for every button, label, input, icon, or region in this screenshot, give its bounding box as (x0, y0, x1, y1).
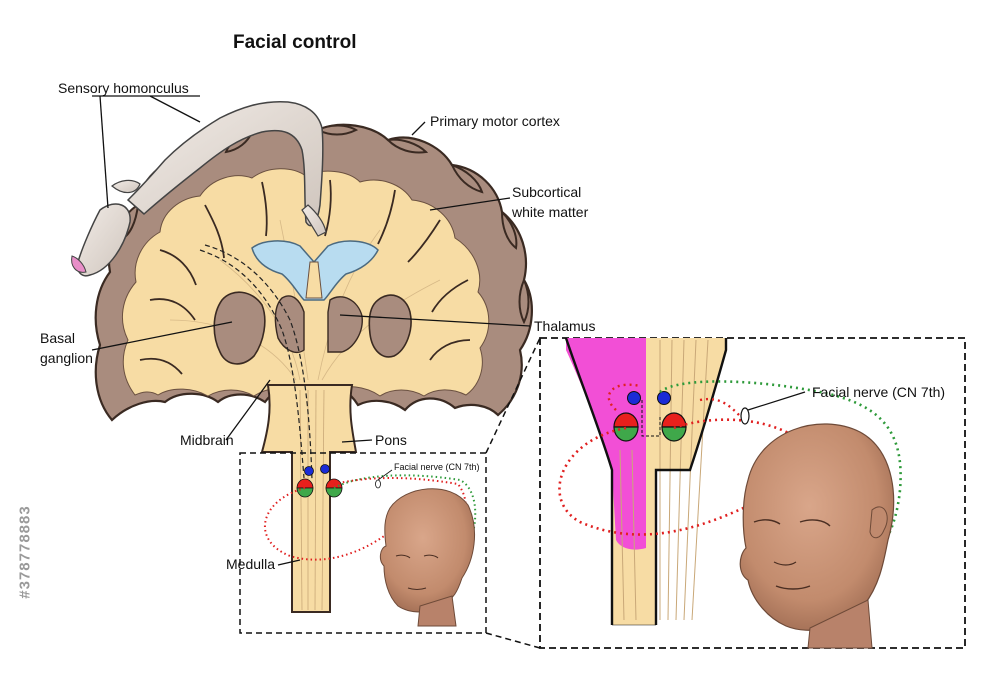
label-thalamus: Thalamus (534, 318, 596, 334)
sulci (139, 179, 471, 375)
brainstem-enlarged (564, 337, 728, 626)
stock-id-watermark: #378778883 (14, 452, 36, 652)
sensory-homonculus-figure (71, 100, 327, 277)
head-small (379, 488, 475, 627)
label-subcortical-line1: Subcortical (512, 184, 582, 200)
head-large (739, 423, 895, 649)
label-basal-line1: Basal (40, 330, 76, 346)
red-tract-large (558, 426, 861, 536)
connector-top (485, 337, 541, 454)
brainstem (260, 384, 358, 613)
homonculus-tongue (71, 255, 87, 273)
homonculus-head (76, 203, 131, 277)
inset-box-small (239, 452, 487, 634)
label-facial-nerve-large: Facial nerve (CN 7th) (812, 384, 946, 400)
basal-ganglion-right (368, 294, 412, 358)
connector-bottom (485, 632, 541, 649)
label-primary-motor-cortex: Primary motor cortex (430, 113, 560, 129)
diagram-title: Facial control (233, 32, 357, 53)
homonculus-body (126, 100, 324, 227)
septum-pellucidum (305, 261, 323, 299)
label-subcortical-line2: white matter (512, 204, 589, 220)
label-facial-nerve-small: Facial nerve (CN 7th) (394, 462, 480, 472)
label-sensory-homonculus: Sensory homonculus (58, 80, 189, 96)
green-tract-small (333, 474, 477, 579)
enlarged-fibers (619, 339, 709, 621)
nerve-marker-small (375, 479, 381, 489)
label-pons: Pons (375, 432, 407, 448)
corticobulbar-tract (204, 244, 313, 481)
brain-section (94, 120, 533, 613)
brainstem-fibers (299, 389, 325, 611)
corticobulbar-tract-2 (199, 249, 305, 479)
leader-lines (91, 95, 531, 566)
label-basal-line2: ganglion (40, 350, 93, 366)
stock-id-text: #378778883 (16, 505, 34, 599)
thalamus (274, 295, 305, 354)
basal-ganglion (213, 291, 266, 365)
homonculus-hand (111, 179, 141, 194)
homonculus-foot (301, 204, 327, 237)
inset-box-large (539, 337, 966, 649)
label-midbrain: Midbrain (180, 432, 234, 448)
nerve-marker-large (740, 407, 750, 425)
pink-tract-region (566, 338, 646, 550)
thalamus-right (327, 296, 363, 353)
label-medulla: Medulla (226, 556, 276, 572)
